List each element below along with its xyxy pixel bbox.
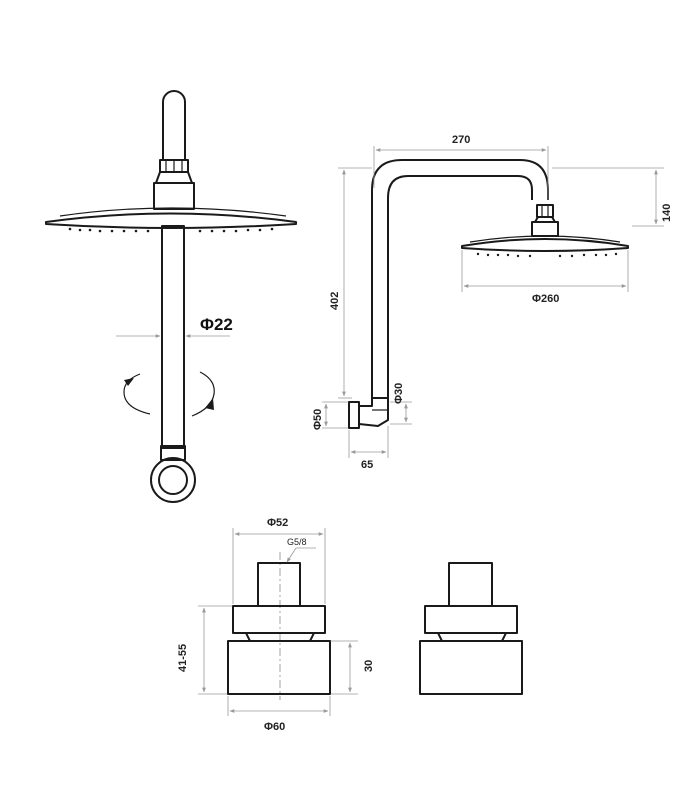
shower-head-disc [45, 212, 297, 229]
top-pipe [162, 90, 186, 160]
valve-stem [257, 562, 301, 607]
vertical-arm [161, 225, 185, 449]
thread-label: G5/8 [287, 537, 307, 547]
arm-rise-label: 140 [661, 204, 673, 222]
valve-dimensioned-view: Φ52 G5/8 41-55 30 Φ60 [177, 517, 375, 733]
rotation-arrow-right [191, 371, 215, 417]
head-housing [531, 221, 559, 237]
wall-plate [348, 401, 360, 429]
wall-bracket [358, 397, 389, 427]
pipe-diameter-label: Φ30 [393, 383, 405, 404]
base-diameter-label: Φ60 [264, 721, 285, 733]
base-height-label: 30 [363, 660, 375, 672]
valve-nut [232, 605, 326, 634]
wall-projection-label: 65 [361, 459, 373, 471]
valve-stem-2 [448, 562, 493, 607]
side-head-disc [461, 238, 629, 252]
arm-diameter-label: Φ22 [200, 315, 233, 334]
curved-arm [371, 159, 549, 398]
front-view: Φ22 [45, 90, 297, 503]
flange-diameter-label: Φ50 [312, 409, 324, 430]
valve-plain-view [419, 562, 523, 695]
ball-housing [153, 182, 195, 210]
side-view: 270 140 402 Φ260 Φ50 Φ30 65 [312, 134, 673, 471]
lower-connector [160, 445, 186, 461]
valve-nut-2 [424, 605, 518, 634]
valve-base [227, 640, 331, 695]
rotation-arrow-left [123, 373, 151, 415]
head-nut [536, 204, 554, 218]
wall-flange [150, 457, 196, 503]
body-diameter-label: Φ52 [267, 517, 288, 529]
arm-length-label: 270 [452, 134, 470, 146]
adjust-range-label: 41-55 [177, 644, 189, 672]
valve-base-2 [419, 640, 523, 695]
total-height-label: 402 [329, 292, 341, 310]
head-diameter-label: Φ260 [532, 293, 559, 305]
